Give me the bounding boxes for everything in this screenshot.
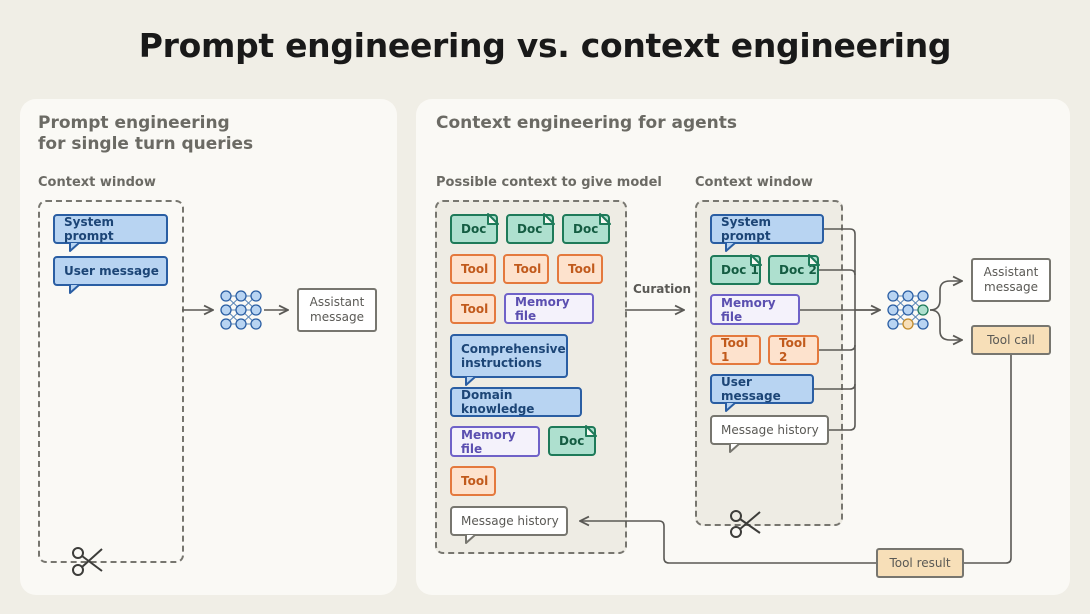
window-system-prompt: System prompt — [710, 214, 824, 244]
left-assistant-message: Assistant message — [297, 288, 377, 332]
possible-doc-1-label: Doc — [461, 222, 487, 236]
possible-tool-3: Tool — [557, 254, 603, 284]
tool-call-label: Tool call — [987, 333, 1035, 347]
window-tool-2: Tool 2 — [768, 335, 819, 365]
possible-tool-4-label: Tool — [461, 302, 489, 316]
tool-result: Tool result — [876, 548, 964, 578]
window-doc-1-label: Doc 1 — [721, 263, 759, 277]
possible-domain-knowledge: Domain knowledge — [450, 387, 582, 417]
left-panel-title: Prompt engineering for single turn queri… — [38, 113, 253, 155]
window-message-history-label: Message history — [721, 423, 819, 437]
possible-memory-file-2-label: Memory file — [461, 427, 516, 456]
page-title: Prompt engineering vs. context engineeri… — [138, 26, 952, 65]
left-title-line1: Prompt engineering — [38, 113, 230, 133]
possible-tool-2-label: Tool — [514, 262, 542, 276]
left-user-message: User message — [53, 256, 168, 286]
window-tool-1: Tool 1 — [710, 335, 761, 365]
possible-tool-2: Tool — [503, 254, 549, 284]
curation-label: Curation — [633, 282, 692, 296]
right-assistant-message: Assistant message — [971, 258, 1051, 302]
window-to-model-connectors — [800, 228, 880, 431]
possible-comprehensive-label: Comprehensive instructions — [461, 342, 566, 370]
window-memory-file-label: Memory file — [721, 295, 776, 324]
possible-memory-file-1: Memory file — [504, 293, 594, 324]
window-doc-2-label: Doc 2 — [779, 263, 817, 277]
possible-tool-1-label: Tool — [461, 262, 489, 276]
left-user-message-label: User message — [64, 264, 159, 278]
model-output-connectors — [929, 281, 962, 340]
possible-memory-file-2: Memory file — [450, 426, 540, 457]
left-model-icon — [220, 290, 262, 330]
right-panel-title: Context engineering for agents — [436, 113, 738, 133]
window-tool-2-label: Tool 2 — [779, 336, 807, 364]
window-message-history: Message history — [710, 415, 829, 445]
possible-tool-1: Tool — [450, 254, 496, 284]
window-user-message-label: User message — [721, 375, 781, 403]
possible-domain-label: Domain knowledge — [461, 388, 535, 416]
possible-tool-3-label: Tool — [568, 262, 596, 276]
possible-context-label: Possible context to give model — [436, 175, 662, 190]
prompt-engineering-panel — [20, 99, 397, 595]
right-model-icon — [887, 290, 929, 330]
possible-comprehensive-instructions: Comprehensive instructions — [450, 334, 568, 378]
right-context-window-label: Context window — [695, 175, 813, 190]
tool-loop-connectors — [580, 355, 1012, 564]
window-system-prompt-label: System prompt — [721, 215, 771, 243]
left-system-prompt: System prompt — [53, 214, 168, 244]
window-tool-1-label: Tool 1 — [721, 336, 749, 364]
possible-memory-file-1-label: Memory file — [515, 294, 570, 323]
left-system-prompt-label: System prompt — [64, 215, 114, 243]
possible-message-history: Message history — [450, 506, 568, 536]
left-scissors-icon — [72, 547, 103, 576]
possible-doc-4-label: Doc — [559, 434, 585, 448]
window-memory-file: Memory file — [710, 294, 800, 325]
right-scissors-icon — [730, 510, 761, 538]
possible-doc-2-label: Doc — [517, 222, 543, 236]
tool-call: Tool call — [971, 325, 1051, 355]
possible-message-history-label: Message history — [461, 514, 559, 528]
left-title-line2: for single turn queries — [38, 134, 254, 154]
window-user-message: User message — [710, 374, 814, 404]
possible-tool-5: Tool — [450, 466, 496, 496]
possible-doc-3-label: Doc — [573, 222, 599, 236]
possible-tool-5-label: Tool — [461, 474, 489, 488]
possible-doc-4: Doc — [548, 426, 596, 456]
speech-tails — [69, 242, 740, 544]
left-context-window-label: Context window — [38, 175, 156, 190]
possible-doc-2: Doc — [506, 214, 554, 244]
doc-folds — [487, 213, 820, 437]
tool-result-label: Tool result — [889, 556, 951, 570]
left-context-window — [38, 200, 184, 563]
possible-tool-4: Tool — [450, 294, 496, 324]
